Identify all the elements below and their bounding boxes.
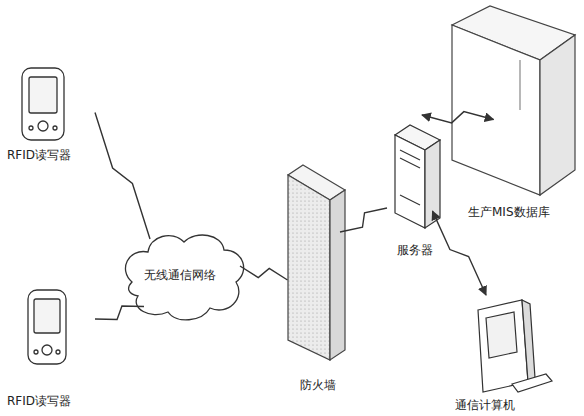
- node-label: 通信计算机: [455, 398, 515, 412]
- computer-node: 通信计算机: [450, 295, 570, 415]
- reader-node: RFID读写器: [5, 60, 95, 165]
- node-label: 生产MIS数据库: [468, 205, 550, 219]
- node-label: 无线通信网络: [144, 268, 216, 282]
- wireless-link: [422, 112, 494, 123]
- wireless-link: [95, 306, 144, 320]
- node-label: RFID读写器: [7, 148, 71, 162]
- wireless-link: [433, 211, 487, 295]
- firewall-node: 防火墙: [280, 160, 355, 400]
- reader-device: [28, 290, 66, 364]
- node-label: 服务器: [397, 243, 433, 257]
- wireless-link: [95, 113, 150, 240]
- node-label: RFID读写器: [7, 394, 71, 408]
- database-node: 生产MIS数据库: [448, 2, 578, 237]
- reader-node: RFID读写器: [5, 280, 95, 410]
- node-label: 防火墙: [300, 378, 336, 392]
- wireless-link: [340, 208, 387, 232]
- reader-device: [22, 68, 64, 140]
- server-node: 服务器: [380, 115, 450, 270]
- network-node: 无线通信网络: [120, 230, 240, 320]
- wireless-link: [240, 266, 288, 280]
- database-cabinet: [452, 6, 575, 195]
- firewall-slab: [288, 165, 345, 360]
- computer-tower: [478, 300, 535, 392]
- keyboard: [512, 374, 552, 392]
